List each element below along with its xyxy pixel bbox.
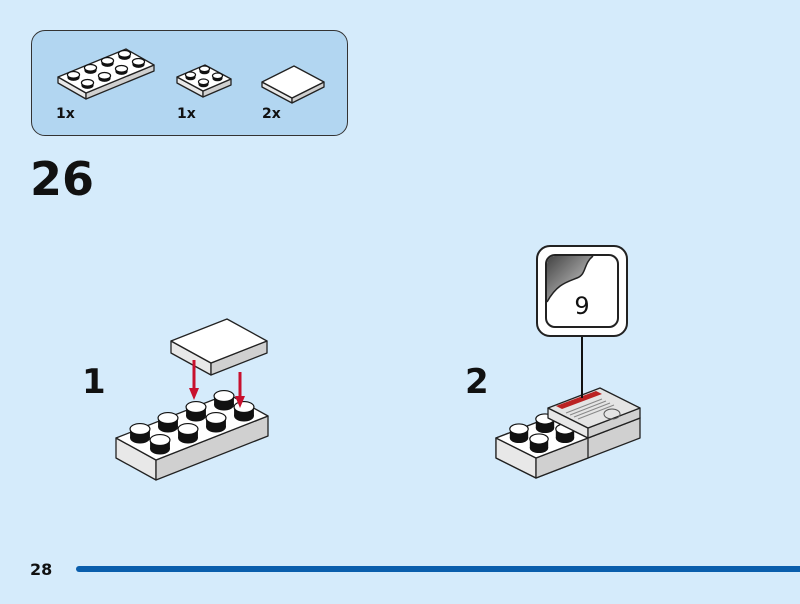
sticker-icon: 9 xyxy=(545,254,619,328)
stud xyxy=(233,400,255,422)
stud xyxy=(100,56,115,67)
stud xyxy=(117,49,132,60)
stud xyxy=(97,71,112,82)
part-quantity: 1x xyxy=(56,106,75,122)
stud xyxy=(129,422,151,444)
tile-2x2 xyxy=(170,318,268,376)
stud xyxy=(198,65,211,75)
stud xyxy=(149,433,171,455)
studs xyxy=(495,413,589,479)
stud xyxy=(185,400,207,422)
part-quantity: 1x xyxy=(177,106,196,122)
stud xyxy=(66,70,81,81)
sticker-callout: 9 xyxy=(536,245,628,337)
stud xyxy=(184,71,197,81)
stud xyxy=(205,411,227,433)
page-bar xyxy=(76,566,800,572)
page-number: 28 xyxy=(30,560,53,579)
stud xyxy=(509,423,529,444)
plate-2x2-icon xyxy=(176,64,232,98)
arrow-down-icon xyxy=(189,360,199,400)
substep-number: 2 xyxy=(465,362,489,402)
stud xyxy=(529,433,549,454)
stud xyxy=(197,78,210,88)
sticker-number: 9 xyxy=(574,292,590,320)
stud xyxy=(114,64,129,75)
stud xyxy=(157,411,179,433)
stud xyxy=(83,63,98,74)
stud xyxy=(177,422,199,444)
stud xyxy=(211,72,224,82)
substep-number: 1 xyxy=(82,362,106,402)
printed-tile-2x2 xyxy=(547,387,641,439)
step-number: 26 xyxy=(30,152,95,206)
stud xyxy=(131,57,146,68)
stud xyxy=(213,389,235,411)
newspaper-sticker xyxy=(556,391,621,420)
stud xyxy=(80,78,95,89)
tile-2x2-icon xyxy=(261,65,325,104)
plate-2x4 xyxy=(115,389,269,481)
part-quantity: 2x xyxy=(262,106,281,122)
arrow-down-icon xyxy=(235,372,245,408)
plate-2x4-icon xyxy=(57,48,155,100)
